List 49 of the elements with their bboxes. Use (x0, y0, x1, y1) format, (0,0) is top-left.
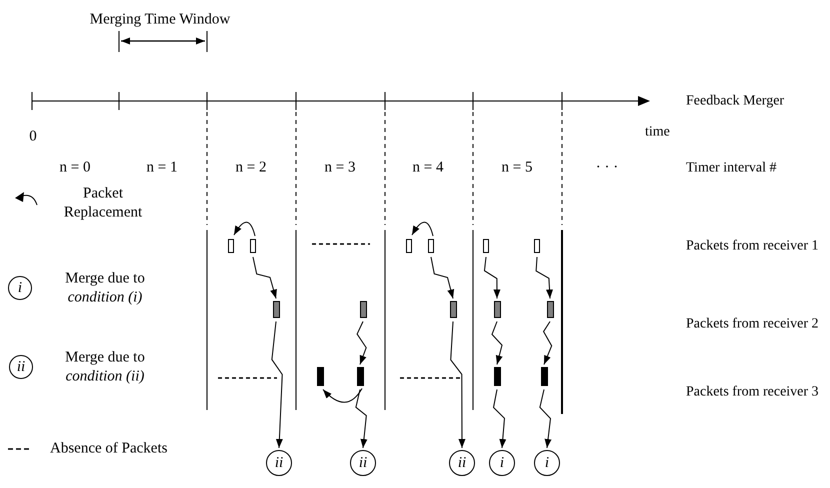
signal-arrow (271, 321, 283, 448)
interval-label: n = 5 (502, 158, 532, 178)
axis-label: Feedback Merger (686, 92, 784, 110)
signal-arrow (356, 321, 367, 365)
packet (483, 239, 489, 253)
legend-text: Packet Replacement (62, 184, 144, 222)
ellipsis: · · · (596, 158, 618, 178)
replacement-arrow (234, 222, 256, 236)
packet (356, 366, 364, 386)
packet (494, 300, 500, 318)
interval-label: n = 2 (236, 158, 266, 178)
packet (540, 366, 548, 386)
packet (406, 239, 412, 253)
row-label: Packets from receiver 3 (686, 383, 819, 401)
legend-text: Merge due to condition (i) (64, 269, 146, 307)
signal-arrow (491, 321, 503, 365)
packet (360, 300, 366, 318)
row-label: Timer interval # (686, 159, 776, 177)
legend-text: Merge due to condition (ii) (64, 348, 146, 386)
interval-label: n = 0 (60, 158, 90, 178)
interval-label: n = 4 (412, 158, 444, 178)
signal-arrow (536, 256, 554, 299)
packet (428, 239, 434, 253)
packet (250, 239, 256, 253)
interval-label: n = 3 (324, 158, 356, 178)
replacement-arrow (322, 388, 362, 403)
signal-arrow (450, 321, 466, 448)
legend-text: Absence of Packets (50, 440, 168, 458)
window-label: Merging Time Window (90, 10, 230, 30)
signal-arrow (492, 389, 506, 448)
signal-arrow (539, 389, 552, 448)
signal-arrow (542, 321, 552, 365)
signal-arrow (252, 256, 277, 299)
packet (546, 300, 554, 318)
replacement-arrow (412, 222, 434, 236)
row-label: Packets from receiver 2 (686, 315, 819, 333)
interval-label: n = 1 (146, 158, 178, 178)
signal-arrow (355, 389, 368, 448)
packet (316, 366, 324, 386)
packet (534, 239, 540, 253)
packet (450, 300, 456, 318)
packet (228, 239, 234, 253)
signal-arrow (484, 256, 500, 299)
packet (272, 300, 280, 318)
origin-label: 0 (29, 128, 37, 146)
row-label: Packets from receiver 1 (686, 237, 819, 255)
signal-arrow (430, 256, 454, 299)
packet (494, 366, 500, 386)
axis-label: time (645, 123, 670, 141)
